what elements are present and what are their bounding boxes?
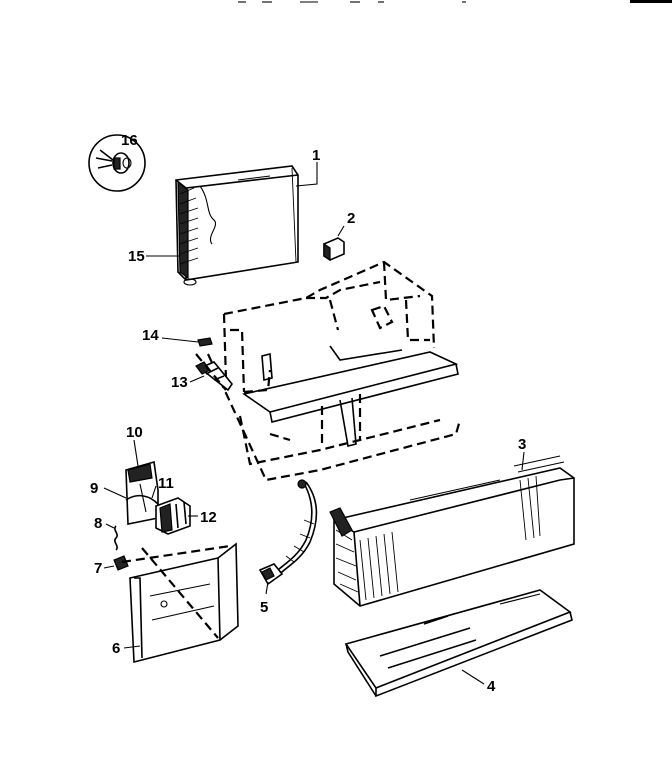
part-10-housing	[125, 460, 159, 525]
callout-8: 8	[94, 515, 102, 532]
leader-lines	[103, 162, 525, 685]
part-7-knob	[113, 555, 129, 571]
callout-16: 16	[121, 132, 138, 149]
callouts: 16 1 15 2 14 13 10 9 11 12 8 7 6 5 3 4	[90, 132, 526, 695]
part-2-clip	[323, 237, 345, 262]
part-14-screw	[197, 337, 213, 347]
part-1-coil	[175, 165, 299, 286]
part-13-bracket	[195, 353, 233, 392]
callout-5: 5	[260, 599, 268, 616]
callout-11: 11	[158, 475, 174, 492]
callout-9: 9	[90, 480, 98, 497]
part-3-condenser-coil	[329, 455, 575, 607]
callout-12: 12	[200, 509, 217, 526]
part-12-switch	[155, 497, 191, 535]
part-4-drain-pan	[344, 589, 573, 698]
callout-4: 4	[487, 678, 496, 695]
cabinet-shelf	[242, 345, 459, 447]
callout-10: 10	[126, 424, 143, 441]
part-5-power-cord	[258, 479, 318, 586]
part-6-panel	[121, 542, 239, 664]
part-8-spring	[114, 525, 118, 551]
part-16-fastener-inset	[88, 134, 146, 192]
callout-2: 2	[347, 210, 355, 227]
callout-7: 7	[94, 560, 102, 577]
callout-14: 14	[142, 327, 159, 344]
header-fragment	[238, 0, 672, 3]
cabinet-base-outline	[207, 260, 462, 482]
callout-13: 13	[171, 374, 188, 391]
callout-3: 3	[518, 436, 526, 453]
callout-6: 6	[112, 640, 120, 657]
callout-15: 15	[128, 248, 145, 265]
callout-1: 1	[312, 147, 320, 164]
